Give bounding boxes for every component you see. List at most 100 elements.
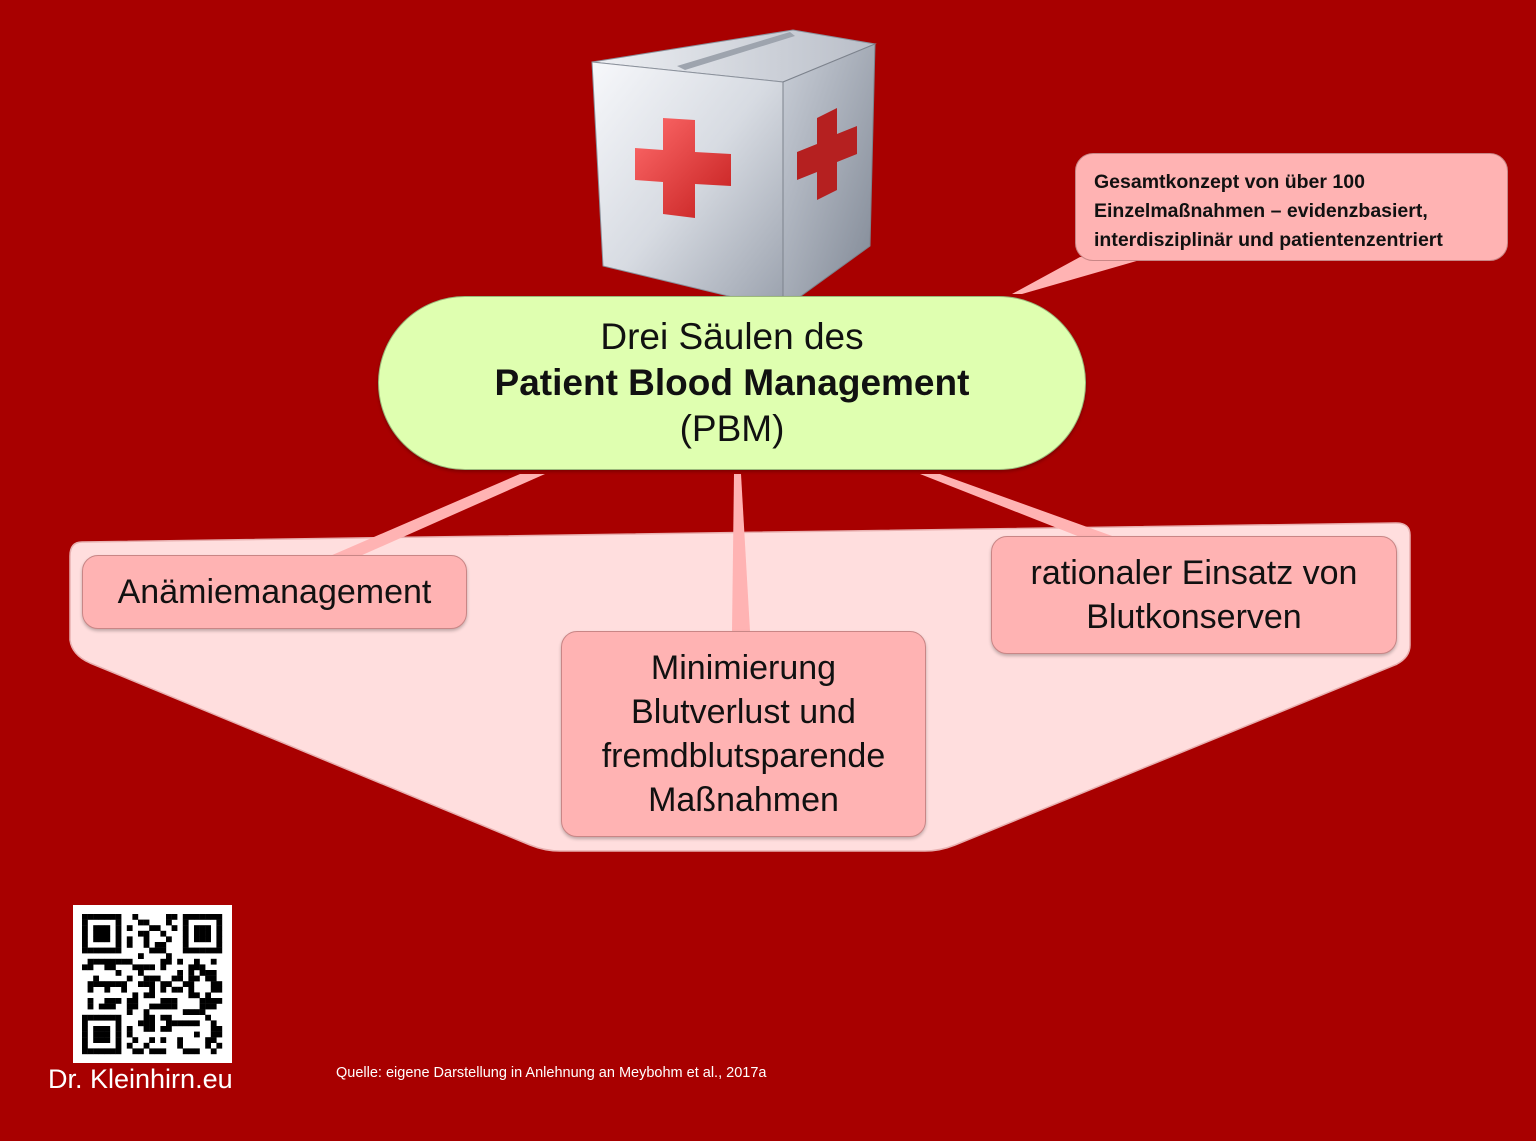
- qr-module: [87, 964, 94, 971]
- qr-module: [104, 947, 111, 954]
- qr-module: [115, 925, 122, 931]
- qr-module: [149, 975, 155, 982]
- qr-module: [177, 1020, 183, 1027]
- qr-module: [115, 1048, 122, 1055]
- qr-module: [194, 925, 200, 931]
- qr-module: [132, 964, 139, 971]
- qr-module: [132, 1003, 139, 1010]
- qr-module: [160, 1048, 167, 1055]
- qr-module: [182, 925, 189, 931]
- qr-module: [199, 1009, 206, 1015]
- qr-module: [138, 953, 144, 959]
- qr-module: [132, 992, 139, 999]
- qr-module: [126, 1031, 133, 1038]
- qr-module: [177, 975, 183, 982]
- qr-module: [194, 936, 200, 943]
- qr-module: [87, 947, 94, 954]
- qr-module: [143, 975, 150, 982]
- pillar-node-rational-transfusion: rationaler Einsatz von Blutkonserven: [991, 536, 1397, 654]
- qr-module: [205, 1042, 211, 1049]
- qr-module: [194, 930, 200, 937]
- qr-module: [160, 1003, 167, 1010]
- qr-module: [110, 1014, 116, 1021]
- qr-module: [143, 1026, 150, 1032]
- qr-module: [210, 1003, 217, 1010]
- qr-module: [121, 981, 127, 987]
- qr-module: [216, 936, 223, 943]
- pillar-2-line-4: Maßnahmen: [648, 781, 839, 819]
- qr-module: [205, 970, 211, 976]
- qr-module: [149, 925, 155, 931]
- qr-module: [87, 914, 94, 920]
- qr-module: [126, 1026, 133, 1032]
- qr-module: [98, 1037, 105, 1043]
- brand-label[interactable]: Dr. Kleinhirn.eu: [48, 1064, 233, 1094]
- qr-module: [210, 958, 217, 965]
- qr-module: [87, 1003, 94, 1010]
- qr-module: [160, 998, 167, 1004]
- qr-module: [110, 958, 116, 965]
- qr-module: [210, 981, 217, 987]
- qr-module: [177, 958, 183, 965]
- qr-module: [182, 981, 189, 987]
- pillar-3-line-2: Blutkonserven: [1086, 598, 1302, 636]
- qr-module: [143, 942, 150, 948]
- qr-module: [210, 986, 217, 993]
- qr-module: [104, 1014, 111, 1021]
- qr-module: [115, 970, 122, 976]
- qr-module: [104, 986, 111, 993]
- qr-module: [216, 1031, 223, 1038]
- qr-module: [149, 1037, 155, 1043]
- qr-module: [182, 936, 189, 943]
- qr-module: [115, 1042, 122, 1049]
- qr-module: [154, 925, 161, 931]
- qr-module: [82, 942, 88, 948]
- qr-module: [210, 975, 217, 982]
- qr-module: [205, 947, 211, 954]
- qr-module: [166, 914, 172, 920]
- qr-code-icon[interactable]: [73, 905, 232, 1063]
- qr-module: [188, 992, 195, 999]
- qr-module: [104, 998, 111, 1004]
- qr-module: [171, 975, 178, 982]
- qr-module: [188, 981, 195, 987]
- qr-module: [121, 986, 127, 993]
- qr-module: [149, 1048, 155, 1055]
- qr-module: [216, 930, 223, 937]
- qr-module: [188, 914, 195, 920]
- qr-module: [126, 975, 133, 982]
- qr-module: [143, 930, 150, 937]
- qr-module: [98, 930, 105, 937]
- qr-module: [166, 958, 172, 965]
- qr-module: [160, 964, 167, 971]
- pillar-node-anemia-management: Anämiemanagement: [82, 555, 467, 629]
- qr-module: [98, 925, 105, 931]
- qr-module: [138, 964, 144, 971]
- qr-module: [171, 1003, 178, 1010]
- qr-module: [82, 964, 88, 971]
- center-title-line-3: (PBM): [679, 408, 785, 449]
- qr-module: [210, 970, 217, 976]
- qr-module: [210, 947, 217, 954]
- qr-module: [149, 992, 155, 999]
- qr-module: [160, 986, 167, 993]
- qr-module: [115, 936, 122, 943]
- qr-module: [194, 914, 200, 920]
- qr-module: [216, 1026, 223, 1032]
- qr-module: [188, 1048, 195, 1055]
- qr-module: [205, 998, 211, 1004]
- connector-callout-center: [1012, 257, 1140, 294]
- center-title-line-1: Drei Säulen des: [600, 316, 864, 357]
- qr-module: [154, 947, 161, 954]
- qr-module: [104, 1031, 111, 1038]
- qr-module: [199, 930, 206, 937]
- qr-module: [82, 919, 88, 926]
- qr-module: [171, 1020, 178, 1027]
- qr-module: [188, 947, 195, 954]
- qr-module: [188, 1009, 195, 1015]
- qr-module: [154, 1003, 161, 1010]
- qr-module: [87, 958, 94, 965]
- qr-module: [115, 919, 122, 926]
- qr-module: [182, 1048, 189, 1055]
- qr-module: [194, 992, 200, 999]
